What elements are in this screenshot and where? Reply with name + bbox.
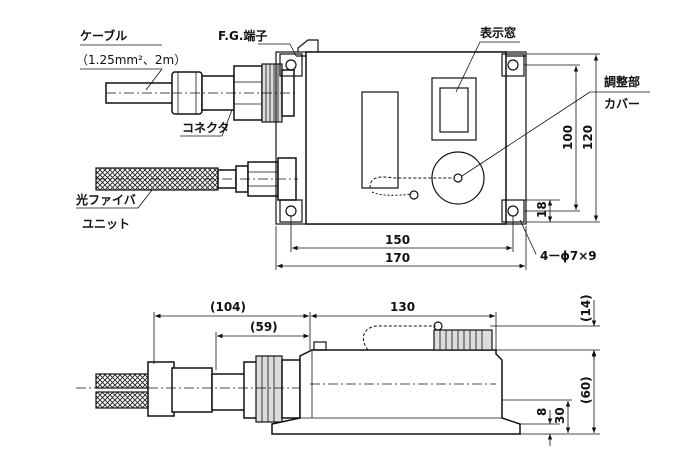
adjust-cover <box>431 151 485 205</box>
cable-label: ケーブル <box>80 28 127 43</box>
housing-top <box>275 39 527 225</box>
dim-120: 120 <box>581 125 595 150</box>
connector-label: コネクタ <box>182 121 230 135</box>
mounting-hole <box>279 53 303 77</box>
connector-shape <box>171 63 296 123</box>
dim-130: 130 <box>390 300 415 314</box>
adjust-cover-label-2: カバー <box>604 97 640 111</box>
dim-30: 30 <box>553 407 567 424</box>
cable-shape <box>105 82 177 104</box>
fg-terminal-label: F.G.端子 <box>218 28 267 43</box>
top-leaders <box>76 41 650 255</box>
side-dimensions <box>153 300 600 446</box>
dim-18: 18 <box>535 201 549 218</box>
housing-side <box>271 321 521 435</box>
fiber-unit-shape <box>95 157 298 201</box>
fiber-unit-label-1: 光ファイバ <box>75 192 136 207</box>
holes-label: 4ーϕ7×9 <box>540 249 597 263</box>
dim-8: 8 <box>535 408 549 416</box>
side-view <box>76 300 600 446</box>
dim-59: (59) <box>250 320 278 334</box>
adjust-cover-label-1: 調整部 <box>604 74 640 89</box>
top-dimensions <box>275 53 600 270</box>
top-view <box>76 39 650 270</box>
display-window <box>431 77 477 141</box>
dim-14: (14) <box>579 294 593 322</box>
display-window-label: 表示窓 <box>479 25 516 40</box>
fiber-unit-label-2: ユニット <box>82 217 130 231</box>
dim-104: (104) <box>210 300 246 314</box>
dim-100: 100 <box>561 125 575 150</box>
dim-170: 170 <box>385 251 410 265</box>
dim-60: (60) <box>579 376 593 404</box>
cable-spec-label: （1.25mm²、2m） <box>76 53 186 67</box>
dim-150: 150 <box>385 233 410 247</box>
